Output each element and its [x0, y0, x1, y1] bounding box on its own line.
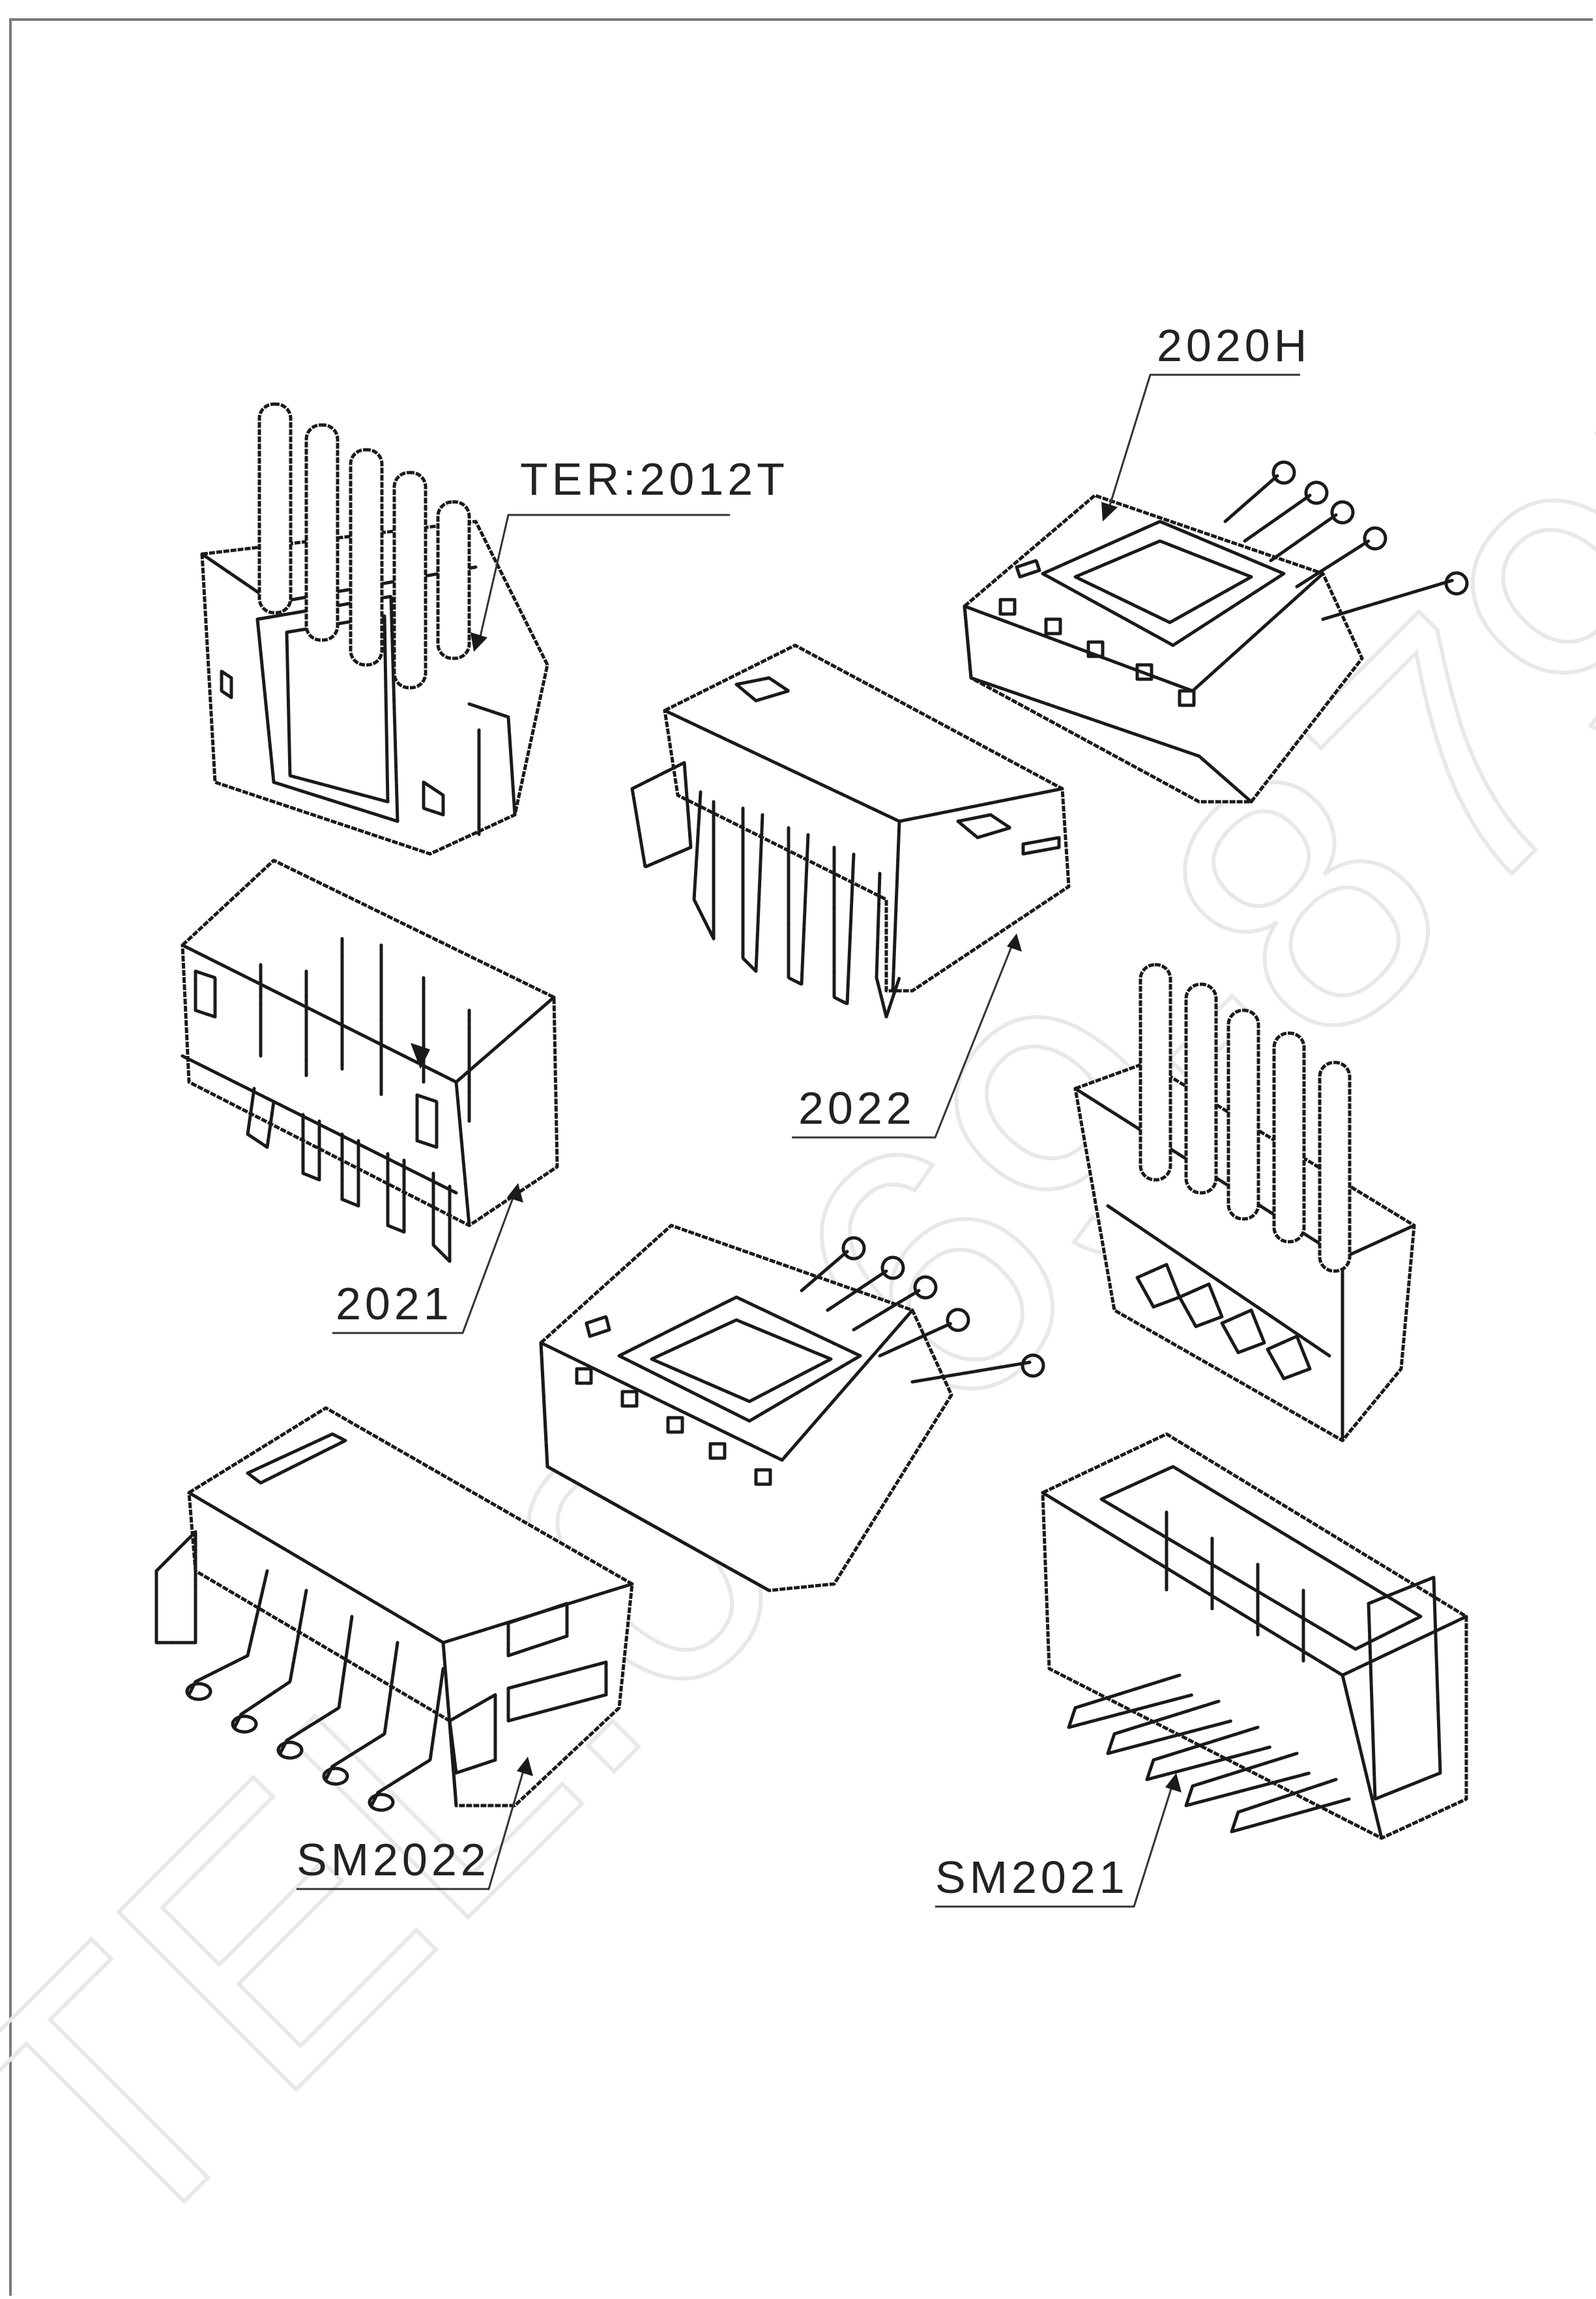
- label-2020h: 2020H: [1157, 320, 1311, 371]
- connector-sm2021: [1041, 1432, 1468, 1840]
- connector-2021: [181, 858, 559, 1263]
- leader-lines: [297, 373, 1300, 1908]
- label-2022: 2022: [798, 1083, 916, 1134]
- label-ter-2012t: TER:2012T: [520, 454, 789, 505]
- connector-housing-lower: [539, 1223, 1045, 1592]
- connector-2020h: [963, 460, 1469, 804]
- connector-2022: [630, 643, 1071, 1019]
- label-sm2022: SM2022: [297, 1834, 490, 1885]
- label-sm2021: SM2021: [935, 1852, 1129, 1903]
- drawing-frame: [9, 18, 1593, 2296]
- connector-2012t: [200, 402, 549, 856]
- label-2021: 2021: [336, 1278, 453, 1329]
- connector-sm2022: [154, 1406, 634, 1812]
- connector-vertical-housing: [1073, 963, 1416, 1442]
